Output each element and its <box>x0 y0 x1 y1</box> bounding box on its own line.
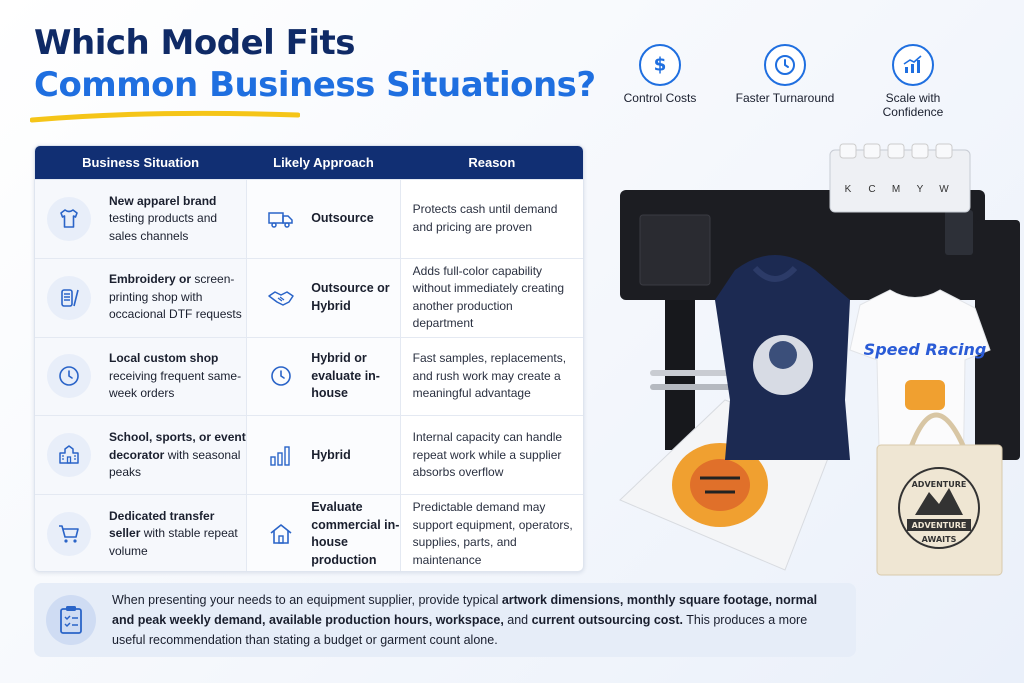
reason-text: Fast samples, replacements, and rush wor… <box>412 351 567 401</box>
benefit-control-costs: $ Control Costs <box>610 44 710 105</box>
comparison-table: Business Situation Likely Approach Reaso… <box>34 145 584 572</box>
situation-text: Dedicated transfer seller with stable re… <box>109 508 238 558</box>
house-icon <box>267 522 295 546</box>
printer-control-screen <box>945 210 973 255</box>
table-row: New apparel brand testing products and s… <box>35 179 583 258</box>
situation-text: Embroidery or screen-printing shop with … <box>109 272 242 322</box>
shirt-print-text: Speed Racing <box>864 340 987 359</box>
tote-text-mid: ADVENTURE <box>912 521 967 530</box>
cart-icon <box>47 512 91 557</box>
table-row: Dedicated transfer seller with stable re… <box>35 494 583 571</box>
approach-text: Evaluate commercial in-house production <box>311 500 400 567</box>
handshake-icon <box>267 288 295 308</box>
clock-icon <box>267 364 295 388</box>
table-row: Local custom shop receiving frequent sam… <box>35 336 583 416</box>
clipboard-checklist-icon <box>46 595 96 645</box>
ink-bottles <box>839 143 953 159</box>
dtf-printer-illustration: K C M Y W Speed Racing ADVENTURE ADVENTU… <box>619 143 1020 576</box>
printer-side-unit <box>975 220 1020 460</box>
ink-label-m: M <box>892 184 900 195</box>
reason-text: Internal capacity can handle repeat work… <box>412 430 563 480</box>
benefit-faster-turnaround: Faster Turnaround <box>735 44 835 105</box>
ink-label-y: Y <box>917 184 924 195</box>
embroidery-icon <box>47 275 91 320</box>
approach-text: Hybrid or evaluate in-house <box>311 351 380 401</box>
title-underline-swoosh <box>30 110 300 123</box>
benefits-row: $ Control Costs Faster Turnaround Scale … <box>624 44 955 124</box>
title-line-2: Common Business Situations? <box>34 65 596 105</box>
tshirt-icon <box>47 196 91 241</box>
situation-text: New apparel brand testing products and s… <box>109 193 218 243</box>
benefit-scale-confidence: Scale with Confidence <box>863 44 963 119</box>
table-row: Embroidery or screen-printing shop with … <box>35 257 583 337</box>
tote-text-bot: AWAITS <box>922 535 957 544</box>
bar-chart-icon <box>267 444 295 466</box>
tote-text-top: ADVENTURE <box>912 480 967 489</box>
table-row: School, sports, or event decorator with … <box>35 415 583 495</box>
benefit-label: Faster Turnaround <box>735 91 835 105</box>
approach-text: Hybrid <box>311 447 351 462</box>
supplier-tip-text: When presenting your needs to an equipme… <box>112 593 818 647</box>
svg-text:$: $ <box>654 55 667 76</box>
dollar-icon: $ <box>639 44 681 86</box>
truck-icon <box>267 209 295 229</box>
approach-text: Outsource or Hybrid <box>311 281 390 313</box>
header-business-situation: Business Situation <box>82 155 200 170</box>
printer-panel <box>639 214 711 286</box>
ink-label-c: C <box>868 184 875 195</box>
situation-text: School, sports, or event decorator with … <box>109 430 246 480</box>
ink-label-k: K <box>845 184 852 195</box>
benefit-label: Scale with Confidence <box>882 91 944 119</box>
reason-text: Protects cash until demand and pricing a… <box>412 202 558 234</box>
reason-text: Adds full-color capability without immed… <box>412 263 565 331</box>
ink-tank <box>829 149 971 213</box>
ink-label-w: W <box>939 184 949 195</box>
clock-icon <box>764 44 806 86</box>
header-reason: Reason <box>468 155 516 170</box>
title-line-1: Which Model Fits <box>34 23 356 63</box>
table-header: Business Situation Likely Approach Reaso… <box>35 146 583 179</box>
page-title: Which Model Fits Common Business Situati… <box>34 22 596 106</box>
printer-body <box>620 190 985 300</box>
clock-icon <box>47 354 91 399</box>
supplier-tip-callout: When presenting your needs to an equipme… <box>34 583 856 657</box>
reason-text: Predictable demand may support equipment… <box>412 500 573 567</box>
growth-chart-icon <box>892 44 934 86</box>
header-likely-approach: Likely Approach <box>273 155 374 170</box>
benefit-label: Control Costs <box>623 91 697 105</box>
school-icon <box>47 433 91 478</box>
situation-text: Local custom shop receiving frequent sam… <box>109 351 242 401</box>
approach-text: Outsource <box>311 211 374 226</box>
